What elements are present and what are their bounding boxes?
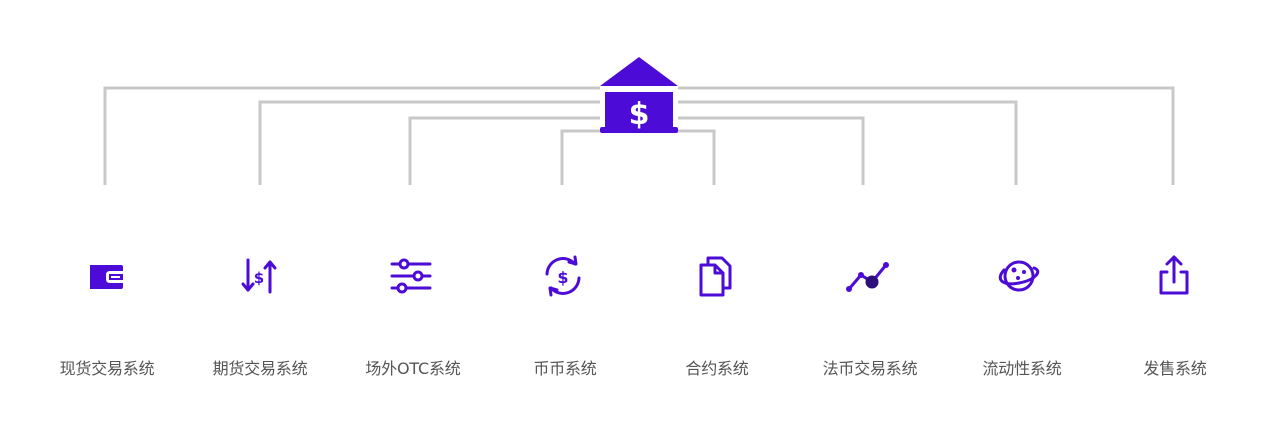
connector-line <box>678 100 1018 185</box>
sliders-icon <box>387 252 435 300</box>
item-label-coin-coin: 币币系统 <box>533 359 597 378</box>
connector-line <box>408 116 600 185</box>
item-label-otc: 场外OTC系统 <box>365 359 461 378</box>
item-label-issuance: 发售系统 <box>1143 359 1207 378</box>
wallet-icon <box>82 253 130 301</box>
bank-dollar-icon: $ <box>600 57 678 133</box>
item-label-fiat-trading: 法币交易系统 <box>822 359 918 378</box>
share-icon <box>1150 252 1198 300</box>
connector-line <box>258 100 600 185</box>
connector-line <box>560 129 600 185</box>
svg-text:$: $ <box>254 269 264 287</box>
connector-line <box>103 86 600 185</box>
item-label-liquidity: 流动性系统 <box>982 359 1062 378</box>
svg-text:$: $ <box>629 97 650 132</box>
svg-text:$: $ <box>557 268 568 287</box>
item-label-spot-trading: 现货交易系统 <box>59 359 155 378</box>
connector-line <box>678 129 716 185</box>
connector-line <box>678 86 1175 185</box>
exchange-dollar-icon: $ <box>539 252 587 300</box>
trend-line-icon <box>844 252 892 300</box>
item-label-contract: 合约系统 <box>685 359 749 378</box>
item-label-futures-trading: 期货交易系统 <box>212 359 308 378</box>
arrows-dollar-icon: $ <box>235 252 283 300</box>
connector-line <box>678 116 865 185</box>
documents-icon <box>692 252 740 300</box>
planet-icon <box>995 252 1043 300</box>
